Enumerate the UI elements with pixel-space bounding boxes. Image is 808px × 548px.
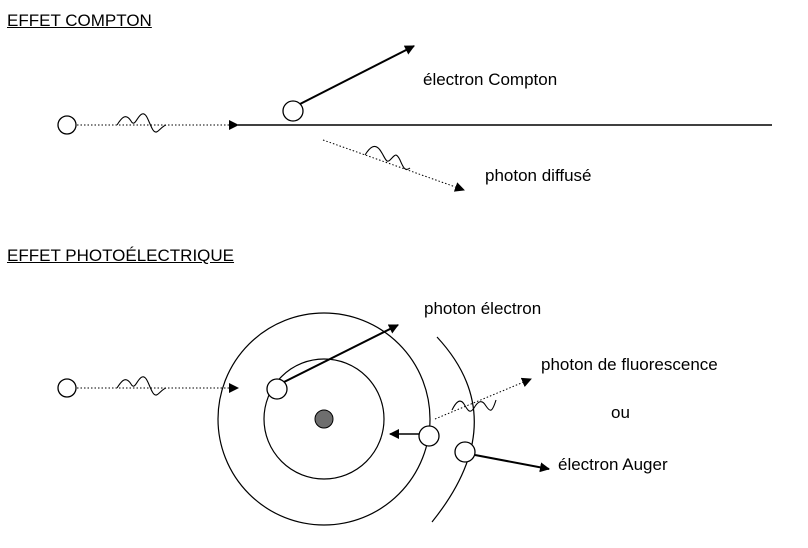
or-label: ou	[611, 403, 630, 422]
transition-electron-circle	[418, 425, 440, 447]
outer-shell-arc	[431, 336, 475, 523]
nucleus	[314, 409, 334, 429]
fluorescence-wave	[451, 399, 497, 412]
photoelectron-arrow	[283, 324, 399, 383]
photoelectric-diagram	[57, 312, 550, 526]
fluorescence-label: photon de fluorescence	[541, 355, 718, 374]
auger-electron-circle	[454, 441, 476, 463]
auger-electron-label: électron Auger	[558, 455, 668, 474]
compton-scattered-wave	[364, 145, 411, 170]
auger-electron-arrow	[474, 454, 550, 473]
photo-source-circle	[57, 378, 77, 398]
compton-diagram	[57, 45, 772, 192]
compton-electron-label: électron Compton	[423, 70, 558, 89]
compton-electron-circle	[282, 100, 304, 122]
photo-incident-wave	[116, 376, 167, 396]
compton-scattered-photon-path	[322, 139, 465, 192]
photoelectric-title: EFFET PHOTOÉLECTRIQUE	[7, 246, 235, 265]
compton-source-circle	[57, 115, 77, 135]
photoelectron-label: photon électron	[424, 299, 542, 318]
outer-shell	[217, 312, 431, 526]
scattered-photon-label: photon diffusé	[485, 166, 592, 185]
compton-incident-wave	[116, 113, 167, 133]
compton-title: EFFET COMPTON	[7, 11, 152, 30]
fluorescence-photon-path	[434, 377, 532, 420]
photoelectron-circle	[266, 378, 288, 400]
inner-shell	[263, 358, 385, 480]
compton-electron-arrow	[299, 45, 415, 105]
